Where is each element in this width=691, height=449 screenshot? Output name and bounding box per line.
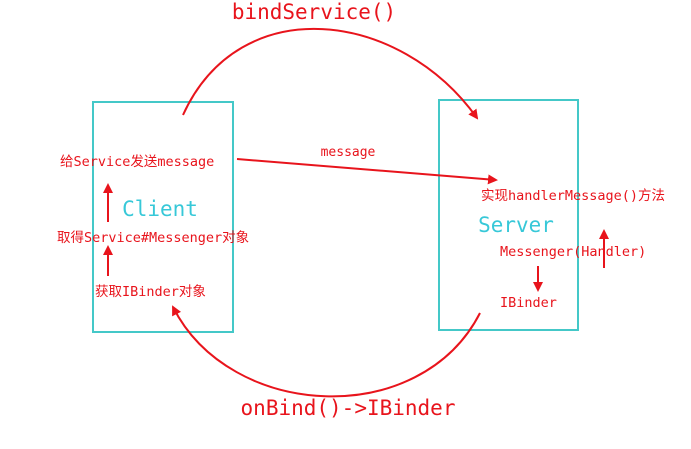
client-step-get-messenger: 取得Service#Messenger对象: [57, 229, 249, 246]
server-ibinder-label: IBinder: [500, 295, 557, 311]
client-step-get-ibinder: 获取IBinder对象: [95, 284, 206, 300]
on-bind-label: onBind()->IBinder: [241, 396, 456, 420]
client-box: [92, 101, 234, 333]
on-bind-arrow: [172, 305, 481, 398]
server-messenger-label: Messenger(Handler): [500, 244, 646, 260]
bind-service-arrow: [182, 27, 479, 120]
client-step-send-message: 给Service发送message: [60, 154, 214, 170]
message-label: message: [321, 145, 376, 160]
message-arrow: [236, 158, 498, 185]
bind-service-label: bindService(): [232, 0, 396, 24]
server-handler-label: 实现handlerMessage()方法: [481, 188, 665, 204]
client-title: Client: [122, 197, 198, 221]
server-title: Server: [478, 213, 554, 237]
server-box: [438, 99, 579, 331]
